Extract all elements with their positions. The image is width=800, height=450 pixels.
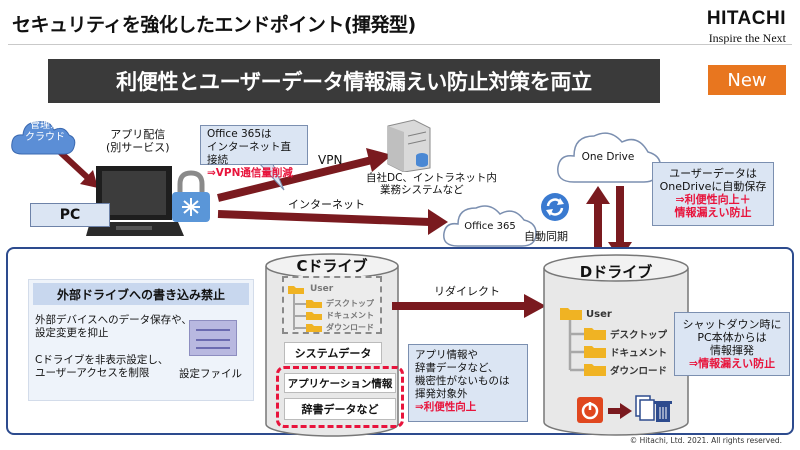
internet-label: インターネット — [288, 198, 365, 211]
onedrive-cloud-label: One Drive — [581, 151, 635, 163]
vpn-arrow — [217, 156, 373, 202]
c-folder-downloads: ダウンロード — [326, 323, 374, 332]
settings-file-label: 設定ファイル — [179, 368, 242, 380]
title-underline — [8, 44, 792, 45]
d-folder-user: User — [586, 309, 612, 320]
d-folder-icons — [560, 308, 606, 376]
policy-item-2: Cドライブを非表示設定し、 ユーザーアクセスを制限 — [35, 354, 168, 380]
policy-heading: 外部ドライブへの書き込み禁止 — [33, 283, 249, 305]
onedrive-callout-line1: ユーザーデータは — [669, 167, 757, 180]
server-icon — [387, 119, 431, 172]
app-callout-line2: 辞書データなど、 — [415, 362, 499, 374]
office365-cloud-icon — [443, 205, 537, 247]
mgmt-to-pc-arrow — [57, 149, 91, 181]
policy-item-2-line2: ユーザーアクセスを制限 — [35, 367, 150, 379]
shutdown-callout-line1: シャットダウン時に — [682, 318, 782, 331]
c-folder-desktop: デスクトップ — [326, 299, 374, 308]
onedrive-callout: ユーザーデータは OneDriveに自動保存 ⇒利便性向上＋ 情報漏えい防止 — [652, 162, 774, 226]
c-folder-icons — [288, 286, 322, 332]
mgmt-cloud-line1: 管理系 — [30, 120, 60, 131]
shutdown-callout-line2: PC本体からは — [697, 331, 767, 344]
power-icon — [577, 397, 603, 423]
datacenter-label: 自社DC、イントラネット内 業務システムなど — [366, 172, 497, 196]
vpn-label: VPN — [318, 153, 343, 167]
system-data-box: システムデータ — [284, 342, 382, 364]
d-drive-cylinder — [543, 254, 689, 436]
office365-callout-line3: ⇒VPN通信量削減 — [207, 167, 293, 179]
policy-item-1-line2: 設定変更を抑止 — [35, 327, 109, 339]
sync-icon — [541, 193, 569, 221]
non-volatile-highlight — [276, 366, 404, 428]
c-folder-documents: ドキュメント — [326, 311, 374, 320]
app-callout-line4: 揮発対象外 — [415, 388, 468, 400]
onedrive-callout-line3: ⇒利便性向上＋ — [675, 193, 751, 206]
app-delivery-label: アプリ配信 (別サービス) — [106, 128, 170, 154]
shutdown-callout: シャットダウン時に PC本体からは 情報揮発 ⇒情報漏えい防止 — [674, 312, 790, 376]
banner: 利便性とユーザーデータ情報漏えい防止対策を両立 — [48, 59, 660, 103]
c-folder-user: User — [310, 284, 334, 294]
datacenter-line2: 業務システムなど — [380, 184, 464, 196]
d-drive-label: Dドライブ — [579, 263, 653, 281]
d-folder-downloads: ダウンロード — [610, 366, 668, 377]
office365-callout-line1: Office 365は — [207, 128, 272, 140]
d-folder-documents: ドキュメント — [610, 348, 668, 359]
redirect-arrow — [392, 294, 546, 318]
mgmt-to-pc-arrowhead — [80, 170, 98, 188]
hitachi-logo: HITACHI Inspire the Next — [707, 8, 786, 46]
logo-tagline: Inspire the Next — [708, 31, 786, 45]
shutdown-callout-line4: ⇒情報漏えい防止 — [688, 357, 776, 370]
policy-item-2-line1: Cドライブを非表示設定し、 — [35, 354, 169, 366]
app-info-callout: アプリ情報や 辞書データなど、 機密性がないものは 揮発対象外 ⇒利便性向上 — [408, 344, 528, 422]
office365-callout: Office 365は インターネット直接続 ⇒VPN通信量削減 — [200, 125, 308, 179]
app-delivery-line2: (別サービス) — [106, 141, 170, 154]
c-drive-folder-tree: User デスクトップ ドキュメント ダウンロード — [282, 276, 382, 334]
mgmt-cloud-label: 管理系 クラウド — [22, 120, 68, 144]
shutdown-arrow-icon — [608, 403, 632, 419]
mgmt-cloud-icon — [11, 121, 76, 155]
delete-files-icon — [635, 395, 672, 422]
policy-item-1-line1: 外部デバイスへのデータ保存や、 — [35, 314, 192, 326]
onedrive-callout-line4: 情報漏えい防止 — [674, 206, 752, 219]
vpn-lock-icon — [172, 170, 210, 222]
app-callout-line1: アプリ情報や — [415, 349, 478, 361]
c-drive-label: Cドライブ — [296, 257, 368, 275]
app-callout-line3: 機密性がないものは — [415, 375, 510, 387]
logo-name: HITACHI — [706, 8, 786, 29]
internet-arrowhead — [428, 209, 448, 235]
write-policy-panel: 外部ドライブへの書き込み禁止 外部デバイスへのデータ保存や、 設定変更を抑止 C… — [28, 279, 254, 401]
dictionary-box: 辞書データなど — [284, 398, 396, 420]
mgmt-cloud-line2: クラウド — [25, 132, 65, 143]
laptop-icon — [86, 166, 184, 236]
internet-arrow — [217, 210, 431, 226]
page-title: セキュリティを強化したエンドポイント(揮発型) — [12, 14, 416, 36]
vpn-arrowhead — [366, 148, 392, 172]
app-callout-line5: ⇒利便性向上 — [415, 401, 477, 413]
app-info-box: アプリケーション情報 — [284, 373, 396, 393]
copyright: © Hitachi, Ltd. 2021. All rights reserve… — [629, 436, 782, 445]
settings-file-icon — [189, 320, 237, 356]
pc-label: PC — [30, 203, 110, 227]
datacenter-line1: 自社DC、イントラネット内 — [366, 172, 497, 184]
shutdown-callout-line3: 情報揮発 — [710, 344, 754, 357]
policy-item-1: 外部デバイスへのデータ保存や、 設定変更を抑止 — [35, 314, 192, 340]
onedrive-callout-line2: OneDriveに自動保存 — [659, 180, 767, 193]
new-badge: New — [708, 65, 786, 95]
app-delivery-line1: アプリ配信 — [110, 128, 166, 141]
office365-callout-line2: インターネット直接続 — [207, 141, 291, 166]
d-folder-desktop: デスクトップ — [610, 330, 668, 341]
office365-cloud-label: Office 365 — [464, 221, 516, 232]
d-to-onedrive-arrowhead — [586, 186, 610, 204]
auto-sync-label: 自動同期 — [524, 230, 568, 243]
redirect-label: リダイレクト — [434, 285, 500, 298]
